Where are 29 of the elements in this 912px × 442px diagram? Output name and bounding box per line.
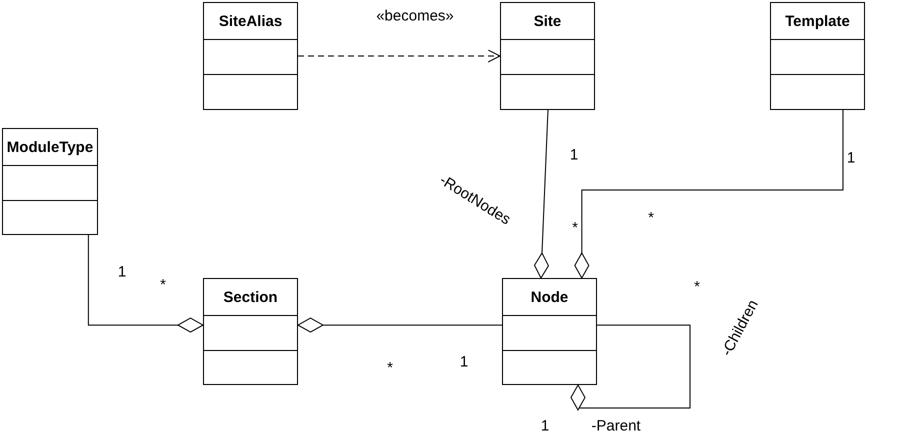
multiplicity-label: 1 bbox=[460, 354, 468, 370]
class-name: Section bbox=[223, 288, 278, 306]
class-name: ModuleType bbox=[6, 138, 94, 156]
aggregation-line bbox=[534, 110, 549, 278]
role-name: -Parent bbox=[591, 418, 641, 434]
aggregation-line bbox=[298, 318, 502, 333]
aggregation-line bbox=[88, 234, 204, 333]
multiplicity-label: * bbox=[648, 210, 654, 226]
class-name: Template bbox=[785, 12, 850, 30]
multiplicity-label: 1 bbox=[118, 264, 126, 280]
class-box bbox=[502, 278, 597, 385]
class-name: Node bbox=[530, 288, 568, 306]
class-box bbox=[203, 278, 298, 385]
multiplicity-label: 1 bbox=[540, 418, 550, 434]
multiplicity-label: * bbox=[694, 278, 700, 296]
class-box bbox=[500, 2, 595, 110]
multiplicity-label: * bbox=[387, 360, 393, 376]
class-name: Site bbox=[534, 12, 562, 30]
class-name: SiteAlias bbox=[218, 12, 282, 30]
aggregation-line bbox=[574, 110, 844, 278]
class-box bbox=[770, 2, 865, 110]
multiplicity-label: * bbox=[160, 276, 166, 294]
multiplicity-label: 1 bbox=[570, 146, 578, 164]
class-box bbox=[203, 2, 298, 110]
multiplicity-label: 1 bbox=[846, 150, 856, 166]
dependency-arrow bbox=[298, 50, 500, 62]
class-box bbox=[2, 128, 98, 235]
aggregation-line bbox=[570, 324, 690, 410]
multiplicity-label: * bbox=[572, 220, 578, 236]
